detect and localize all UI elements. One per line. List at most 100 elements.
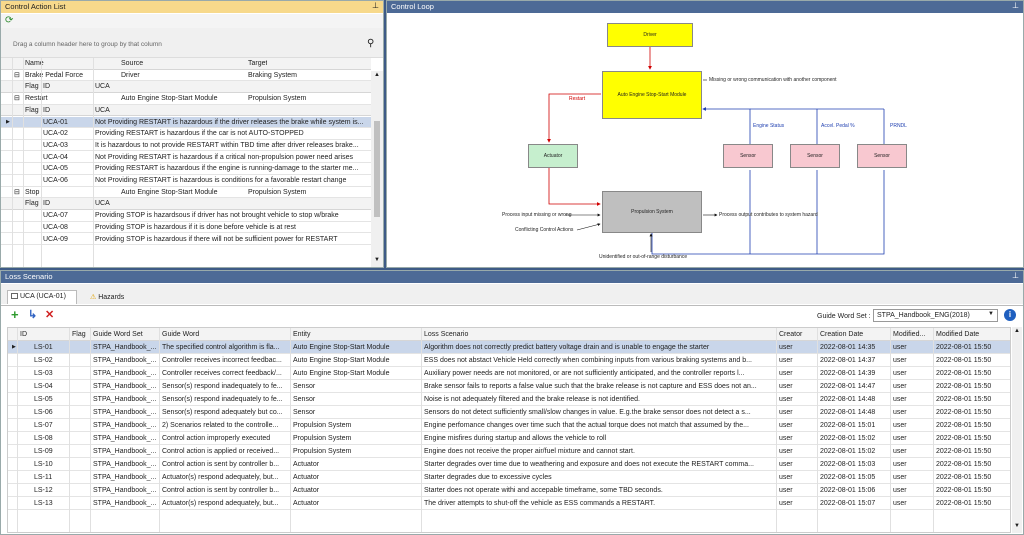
cell-id: LS-09 bbox=[34, 448, 53, 455]
ls-scrollbar[interactable]: ▲ ▼ bbox=[1012, 327, 1022, 533]
insert-icon[interactable]: ↳ bbox=[28, 309, 38, 321]
column-header-modby[interactable]: Modified... bbox=[893, 331, 926, 338]
column-header-moddate[interactable]: Modified Date bbox=[936, 331, 980, 338]
search-icon[interactable]: ⚲ bbox=[367, 38, 375, 49]
column-header-gw[interactable]: Guide Word bbox=[162, 331, 200, 338]
column-header-flag[interactable]: Flag bbox=[72, 331, 86, 338]
cell-creator: user bbox=[779, 344, 793, 351]
column-header-gws[interactable]: Guide Word Set bbox=[93, 331, 143, 338]
refresh-icon[interactable]: ⟳ bbox=[5, 15, 14, 26]
sensor-node-3[interactable]: Sensor bbox=[857, 144, 907, 168]
collapse-icon[interactable]: ⊟ bbox=[14, 95, 20, 103]
control-loop-header: Control Loop ⊥ bbox=[387, 1, 1023, 13]
cell-creator: user bbox=[779, 409, 793, 416]
cell-id: LS-08 bbox=[34, 435, 53, 442]
uca-column-header-id[interactable]: ID bbox=[43, 200, 50, 208]
cell-moddate: 2022-08-01 15:50 bbox=[936, 474, 992, 481]
collapse-icon[interactable]: ⊟ bbox=[14, 71, 20, 79]
column-header-scenario[interactable]: Loss Scenario bbox=[424, 331, 469, 338]
column-header-creator[interactable]: Creator bbox=[779, 331, 803, 338]
cell-scenario: Brake sensor fails to reports a false va… bbox=[424, 383, 757, 390]
group-panel[interactable]: Drag a column header here to group by th… bbox=[1, 28, 383, 58]
uca-id: UCA-09 bbox=[43, 235, 68, 243]
collapse-icon[interactable]: ⊟ bbox=[14, 188, 20, 196]
uca-column-header-flag[interactable]: Flag bbox=[25, 106, 39, 114]
column-header-id[interactable]: ID bbox=[20, 331, 27, 338]
uca-column-header-flag[interactable]: Flag bbox=[25, 200, 39, 208]
sensor-node-2[interactable]: Sensor bbox=[790, 144, 840, 168]
pin-icon[interactable]: ⊥ bbox=[1012, 271, 1019, 280]
controller-node[interactable]: Auto Engine Stop-Start Module bbox=[602, 71, 702, 119]
column-header-source[interactable]: Source bbox=[121, 60, 144, 67]
driver-node[interactable]: Driver bbox=[607, 23, 693, 47]
cal-scrollbar[interactable]: ▲ ▼ bbox=[371, 71, 383, 267]
cell-creator: user bbox=[779, 422, 793, 429]
uca-column-header-uca[interactable]: UCA bbox=[95, 200, 110, 208]
scroll-down-arrow-icon[interactable]: ▼ bbox=[374, 257, 380, 263]
loss-scenario-panel: Loss Scenario ⊥ UCA (UCA-01) ⚠ Hazards +… bbox=[0, 270, 1024, 535]
scroll-down-arrow-icon[interactable]: ▼ bbox=[1014, 523, 1020, 529]
tab-hazards[interactable]: ⚠ Hazards bbox=[87, 291, 137, 304]
cell-id: LS-10 bbox=[34, 461, 53, 468]
column-header-entity[interactable]: Entity bbox=[293, 331, 311, 338]
cell-gws: STPA_Handbook_... bbox=[93, 409, 157, 416]
delete-icon[interactable]: ✕ bbox=[45, 309, 55, 321]
pin-icon[interactable]: ⊥ bbox=[1012, 1, 1019, 10]
cell-gw: The specified control algorithm is fla..… bbox=[162, 344, 280, 351]
pin-icon[interactable]: ⊥ bbox=[372, 1, 379, 10]
process-node[interactable]: Propulsion System bbox=[602, 191, 702, 233]
uca-column-header-uca[interactable]: UCA bbox=[95, 106, 110, 114]
cell-scenario: Engine does not receive the proper air/f… bbox=[424, 448, 635, 455]
uca-column-header-id[interactable]: ID bbox=[43, 106, 50, 114]
cell-modby: user bbox=[893, 500, 907, 507]
info-icon[interactable]: i bbox=[1004, 309, 1016, 321]
grid-line bbox=[817, 328, 818, 532]
toolbar: ⟳ bbox=[1, 14, 383, 28]
add-icon[interactable]: + bbox=[11, 307, 19, 322]
tab-uca[interactable]: UCA (UCA-01) bbox=[7, 290, 77, 304]
uca-column-header-id[interactable]: ID bbox=[43, 83, 50, 91]
column-header-target[interactable]: Target bbox=[248, 60, 268, 67]
uca-column-header-uca[interactable]: UCA bbox=[95, 83, 110, 91]
uca-column-header-flag[interactable]: Flag bbox=[25, 83, 39, 91]
cell-scenario: Starter degrades due to excessive cycles bbox=[424, 474, 552, 481]
guide-word-set-select[interactable]: STPA_Handbook_ENG(2018) ▼ bbox=[873, 309, 998, 322]
column-header-created[interactable]: Creation Date bbox=[820, 331, 864, 338]
cell-created: 2022-08-01 15:01 bbox=[820, 422, 876, 429]
cell-gws: STPA_Handbook_... bbox=[93, 370, 157, 377]
cell-scenario: Engine perfomance changes over time such… bbox=[424, 422, 749, 429]
cell-modby: user bbox=[893, 474, 907, 481]
scroll-up-arrow-icon[interactable]: ▲ bbox=[374, 72, 380, 78]
scroll-thumb[interactable] bbox=[374, 121, 380, 217]
sensor-node-1[interactable]: Sensor bbox=[723, 144, 773, 168]
uca-id: UCA-03 bbox=[43, 141, 68, 149]
actuator-node[interactable]: Actuator bbox=[528, 144, 578, 168]
scroll-up-arrow-icon[interactable]: ▲ bbox=[1014, 328, 1020, 334]
cell-id: LS-12 bbox=[34, 487, 53, 494]
